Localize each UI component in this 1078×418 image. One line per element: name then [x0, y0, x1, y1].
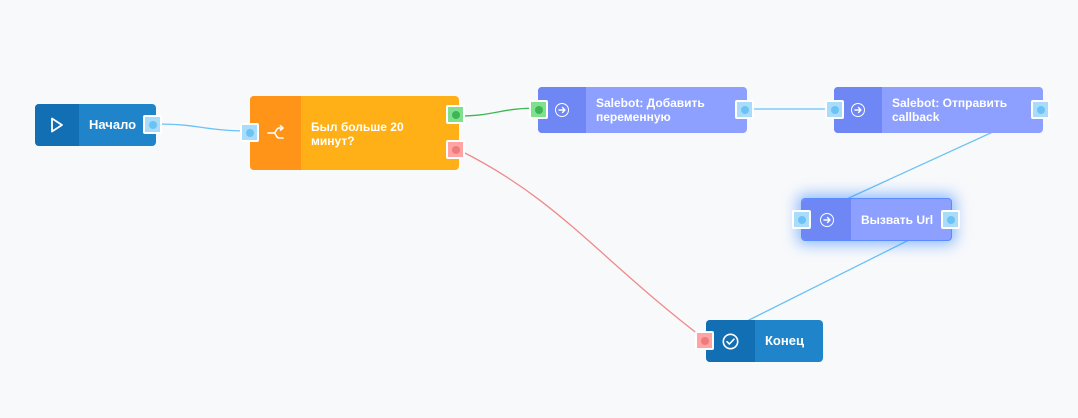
- end-node[interactable]: Конец: [695, 320, 823, 362]
- condition-node[interactable]: Был больше 20 минут?: [240, 96, 465, 170]
- condition-false-port[interactable]: [446, 140, 465, 159]
- play-icon: [35, 104, 79, 146]
- condition-node-label: Был больше 20 минут?: [311, 120, 404, 148]
- send-callback-node-label: Salebot: Отправить callback: [892, 96, 1008, 124]
- start-node[interactable]: Начало: [35, 104, 162, 146]
- edge-condition-false-to-end[interactable]: [458, 149, 708, 342]
- end-node-label: Конец: [765, 333, 804, 348]
- arrow-circle-icon: [834, 87, 882, 133]
- add-variable-node-label: Salebot: Добавить переменную: [596, 96, 705, 124]
- send-callback-output-port[interactable]: [1031, 100, 1050, 119]
- call-url-input-port[interactable]: [792, 210, 811, 229]
- arrow-circle-icon: [538, 87, 586, 133]
- call-url-node[interactable]: Вызвать Url: [792, 198, 960, 241]
- send-callback-input-port[interactable]: [825, 100, 844, 119]
- end-input-port[interactable]: [695, 331, 714, 350]
- condition-true-port[interactable]: [446, 105, 465, 124]
- edge-condition-true-to-add-variable[interactable]: [458, 107, 540, 117]
- add-variable-output-port[interactable]: [735, 100, 754, 119]
- condition-input-port[interactable]: [240, 123, 259, 142]
- add-variable-node[interactable]: Salebot: Добавить переменную: [529, 87, 754, 133]
- start-output-port[interactable]: [143, 115, 162, 134]
- add-variable-input-port[interactable]: [529, 100, 548, 119]
- start-node-label: Начало: [89, 117, 137, 132]
- edge-start-to-condition[interactable]: [155, 123, 251, 132]
- call-url-output-port[interactable]: [941, 210, 960, 229]
- check-circle-icon: [706, 320, 755, 362]
- send-callback-node[interactable]: Salebot: Отправить callback: [825, 87, 1050, 133]
- call-url-node-label: Вызвать Url: [861, 212, 934, 227]
